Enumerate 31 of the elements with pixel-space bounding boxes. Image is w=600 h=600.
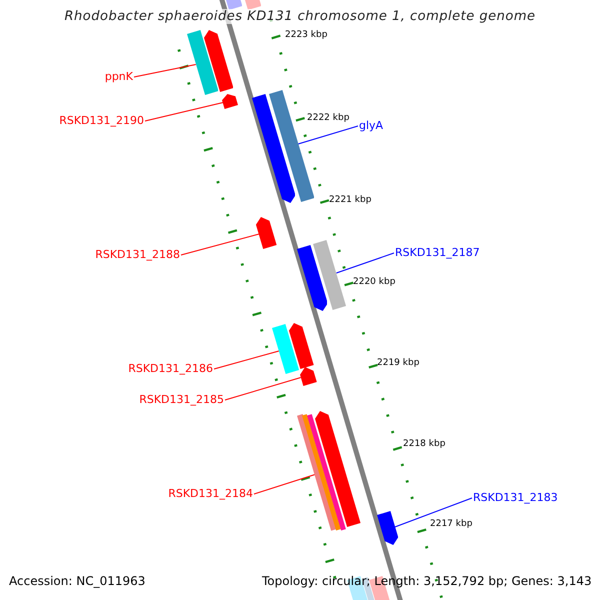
scale-label: 2221 kbp — [329, 194, 372, 207]
gene-block — [297, 414, 346, 531]
gene-label: RSKD131_2186 — [128, 362, 213, 376]
scale-label: 2223 kbp — [285, 29, 328, 42]
scale-label: 2222 kbp — [307, 112, 350, 125]
footer-note: Topology: circular; Length: 3,152,792 bp; Genes: 3,143 — [262, 574, 592, 588]
scale-label: 2219 kbp — [377, 357, 420, 370]
gene-block — [376, 511, 398, 545]
scale-label: 2217 kbp — [430, 518, 472, 531]
gene-block — [204, 30, 234, 92]
gene-block — [300, 367, 317, 386]
gene-label: RSKD131_2188 — [95, 248, 180, 262]
gene-block — [252, 94, 296, 203]
gene-block — [272, 324, 300, 374]
gene-block — [222, 94, 238, 109]
footer-note: Accession: NC_011963 — [9, 574, 146, 588]
gene-label: RSKD131_2187 — [395, 246, 480, 260]
gene-block — [315, 411, 361, 527]
gene-label: RSKD131_2185 — [139, 393, 224, 407]
scale-label: 2220 kbp — [353, 276, 396, 289]
scale-label: 2218 kbp — [403, 438, 446, 451]
gene-label: RSKD131_2190 — [59, 114, 144, 128]
gene-block — [296, 245, 328, 311]
gene-label: glyA — [359, 119, 384, 133]
gene-block — [313, 240, 346, 310]
gene-label: ppnK — [104, 70, 133, 84]
gene-label: RSKD131_2183 — [473, 491, 558, 505]
gene-block — [186, 30, 218, 95]
gene-label: RSKD131_2184 — [168, 487, 253, 501]
title: Rhodobacter sphaeroides KD131 chromosome 1, complete genome — [64, 9, 536, 25]
gene-block — [256, 217, 278, 249]
